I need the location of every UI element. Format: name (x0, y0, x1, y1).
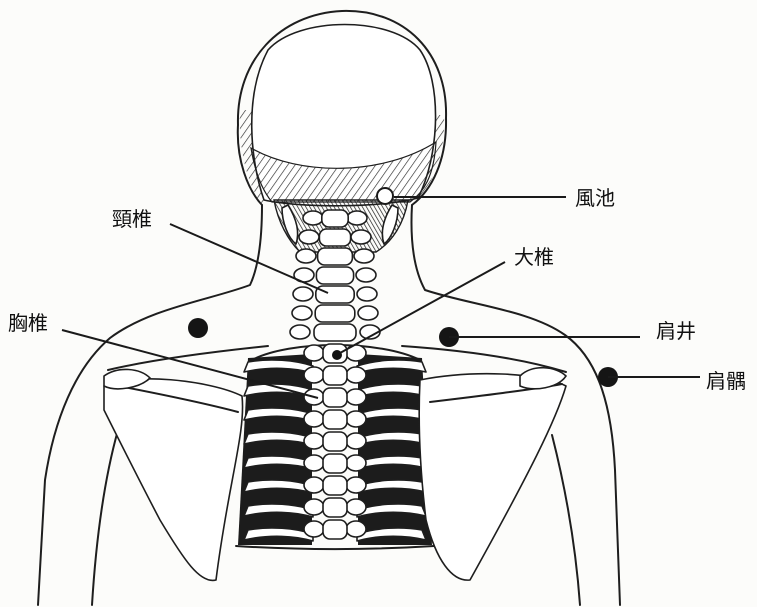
thoracic-vertebra (323, 454, 347, 473)
thoracic-vertebra-process-left (304, 367, 324, 383)
label-cervical: 頸椎 (112, 207, 152, 231)
thoracic-vertebra-process-left (304, 411, 324, 427)
thoracic-vertebra-process-right (346, 521, 366, 537)
thoracic-vertebra-process-right (346, 433, 366, 449)
acupoint-dot-dazhui (332, 350, 342, 360)
label-jianyu: 肩髃 (706, 369, 746, 393)
cervical-vertebra (318, 248, 353, 265)
cervical-vertebra-process-right (354, 249, 374, 263)
cervical-vertebra (314, 324, 356, 341)
cervical-vertebra-process-right (357, 287, 377, 301)
thoracic-vertebra-process-right (346, 411, 366, 427)
thoracic-vertebra-process-right (346, 477, 366, 493)
label-dazhui: 大椎 (514, 245, 554, 269)
thoracic-vertebra-process-left (304, 499, 324, 515)
thoracic-vertebra (323, 366, 347, 385)
cervical-vertebra-process-right (358, 306, 378, 320)
cervical-vertebra (316, 267, 353, 284)
thoracic-vertebra-process-left (304, 433, 324, 449)
thoracic-vertebra (323, 498, 347, 517)
cervical-vertebra-process-left (293, 287, 313, 301)
thoracic-vertebra-process-right (346, 455, 366, 471)
cervical-vertebra-process-left (303, 211, 323, 225)
cervical-vertebra-process-left (296, 249, 316, 263)
thoracic-vertebra (323, 410, 347, 429)
label-jianjing: 肩井 (656, 319, 696, 343)
cervical-vertebra (315, 305, 355, 322)
cervical-vertebra-process-left (290, 325, 310, 339)
thoracic-vertebra (323, 520, 347, 539)
thoracic-vertebra (323, 388, 347, 407)
thoracic-vertebra-process-left (304, 345, 324, 361)
cervical-vertebra (316, 286, 354, 303)
thoracic-vertebra (323, 432, 347, 451)
thoracic-vertebra-process-left (304, 477, 324, 493)
cervical-vertebra-process-right (351, 230, 371, 244)
cervical-vertebra (319, 229, 350, 246)
cervical-vertebra-process-left (299, 230, 319, 244)
cervical-vertebra-process-left (292, 306, 312, 320)
thoracic-vertebra-process-right (346, 499, 366, 515)
acupoint-dot-fengchi (377, 188, 393, 204)
label-fengchi: 風池 (575, 186, 615, 210)
cervical-vertebra-process-right (347, 211, 367, 225)
rib-cage-left-dark (238, 354, 312, 545)
acupoint-dot-left-shoulder (188, 318, 208, 338)
cervical-vertebra (322, 210, 348, 227)
thoracic-vertebra (323, 476, 347, 495)
thoracic-vertebra-process-right (346, 389, 366, 405)
label-thoracic: 胸椎 (8, 311, 48, 335)
cervical-vertebra-process-right (356, 268, 376, 282)
thoracic-vertebra-process-left (304, 521, 324, 537)
thoracic-vertebra-process-right (346, 367, 366, 383)
thoracic-vertebra-process-left (304, 455, 324, 471)
